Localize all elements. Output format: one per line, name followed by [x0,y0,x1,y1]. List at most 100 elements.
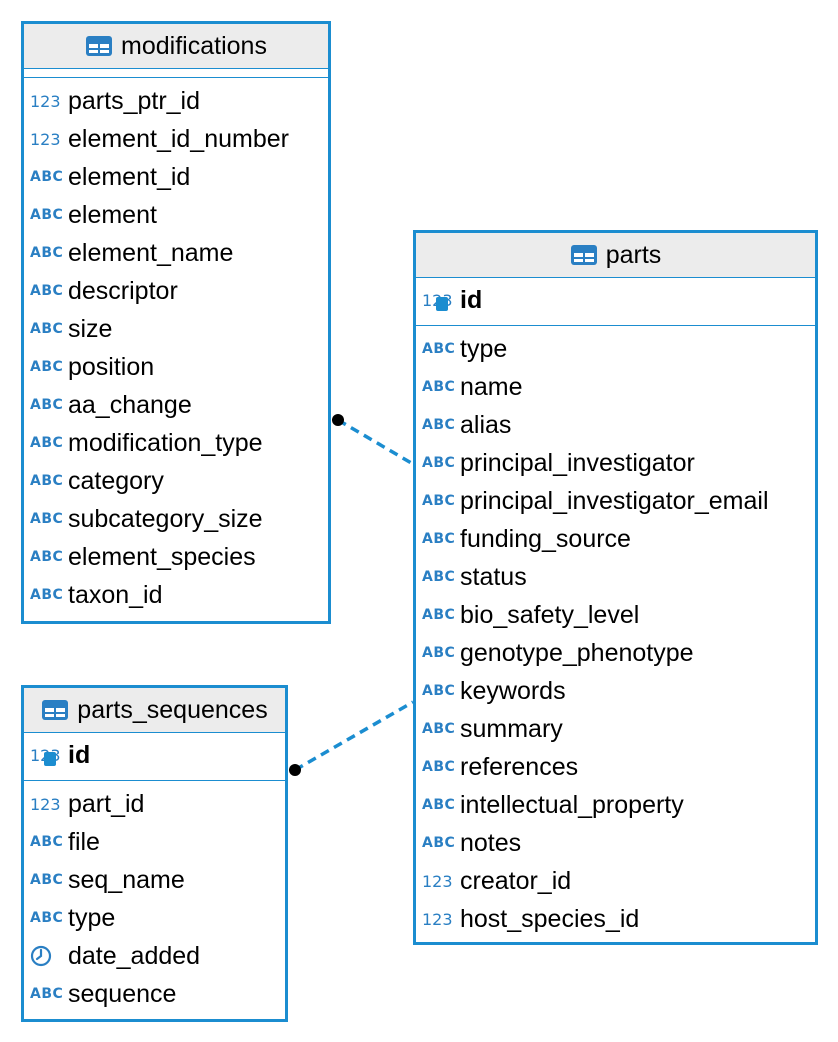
primary-key-icon: 123 [422,291,458,311]
column-name: element_id [68,162,191,191]
text-icon-text: ABC [422,835,456,851]
column-name: genotype_phenotype [460,638,694,667]
text-icon: ABC [30,283,66,299]
text-icon: ABC [422,797,458,813]
table-column[interactable]: date_added [24,937,285,975]
table-icon [570,244,598,266]
text-icon-text: ABC [30,245,64,261]
column-name: intellectual_property [460,790,684,819]
text-icon-text: ABC [30,397,64,413]
table-icon [41,699,69,721]
column-name: element_name [68,238,234,267]
column-name: sequence [68,979,177,1008]
text-icon: ABC [30,435,66,451]
column-name: descriptor [68,276,178,305]
parts-sequences-table[interactable]: parts_sequences 123id 123part_idABCfileA… [21,685,288,1022]
text-icon-text: ABC [422,379,456,395]
text-icon-text: ABC [422,797,456,813]
text-icon: ABC [422,835,458,851]
parts-sequences-table-header[interactable]: parts_sequences [24,688,285,733]
column-name: part_id [68,789,145,818]
parts-table-title: parts [605,240,662,269]
modifications-table-header[interactable]: modifications [24,24,328,69]
text-icon-text: ABC [422,493,456,509]
key-icon [44,751,56,766]
text-icon-text: ABC [30,473,64,489]
column-name: element_id_number [68,124,289,153]
text-icon-text: ABC [422,721,456,737]
text-icon: ABC [30,169,66,185]
text-icon-text: ABC [30,549,64,565]
primary-key-column[interactable]: 123id [416,281,815,319]
column-name: file [68,827,100,856]
text-icon-text: ABC [30,321,64,337]
table-icon [85,35,113,57]
parts-pk-section: 123id [416,278,815,326]
text-icon: ABC [422,379,458,395]
text-icon: ABC [30,549,66,565]
text-icon-text: ABC [422,759,456,775]
text-icon: ABC [30,587,66,603]
column-name: position [68,352,155,381]
column-name: name [460,372,523,401]
column-name: size [68,314,113,343]
column-name: id [460,285,483,314]
parts-table-header[interactable]: parts [416,233,815,278]
number-icon: 123 [422,872,458,891]
column-name: seq_name [68,865,185,894]
text-icon: ABC [30,359,66,375]
text-icon-text: ABC [422,569,456,585]
text-icon-text: ABC [30,435,64,451]
text-icon: ABC [30,511,66,527]
text-icon: ABC [30,207,66,223]
modifications-link-endpoint [332,414,344,426]
number-icon: 123 [422,910,458,929]
column-name: category [68,466,164,495]
primary-key-column[interactable]: 123id [24,736,285,774]
text-icon: ABC [30,910,66,926]
number-icon: 123 [30,795,66,814]
text-icon-text: ABC [30,207,64,223]
parts-table[interactable]: parts 123id ABCtypeABCnameABCaliasABCpri… [413,230,818,945]
column-name: principal_investigator [460,448,695,477]
column-name: type [68,903,116,932]
